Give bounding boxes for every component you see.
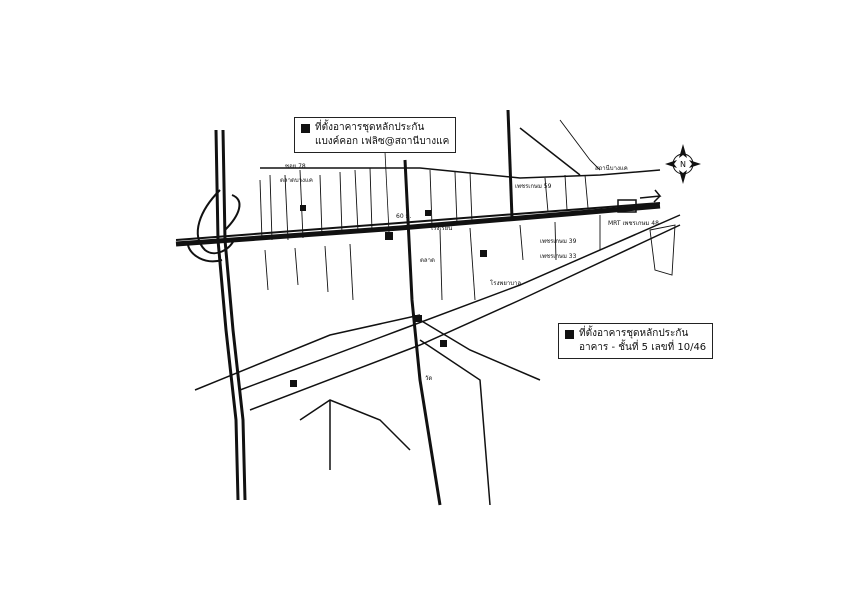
callout-right: ที่ตั้งอาคารชุดหลักประกัน อาคาร - ชั้นที… (558, 323, 714, 359)
callout-top-subtitle: แบงค์คอก เฟลิซ@สถานีบางแค (315, 136, 450, 147)
label-school: โรงเรียน (430, 224, 452, 232)
label-station-area: สถานีบางแค (595, 164, 628, 172)
minor-sois (259, 119, 676, 301)
label-soi-33: เพชรเกษม 33 (540, 253, 577, 260)
callout-right-subtitle: อาคาร - ชั้นที่ 5 เลขที่ 10/46 (579, 342, 707, 353)
label-soi-59: เพชรเกษม 59 (515, 183, 552, 190)
callout-top-title: ที่ตั้งอาคารชุดหลักประกัน (315, 122, 425, 133)
callout-top: ที่ตั้งอาคารชุดหลักประกัน แบงค์คอก เฟลิซ… (294, 117, 457, 153)
direction-arrow-icon (639, 189, 662, 203)
expressway (214, 129, 247, 501)
callout-right-title: ที่ตั้งอาคารชุดหลักประกัน (579, 328, 689, 339)
label-soi-39: เพชรเกษม 39 (540, 238, 577, 245)
callout-right-title-row: ที่ตั้งอาคารชุดหลักประกัน (565, 327, 706, 341)
label-hospital: โรงพยาบาล (490, 279, 521, 287)
legend-square-icon (565, 329, 574, 339)
upper-road (260, 127, 661, 179)
label-soi-78: ซอย 78 (285, 163, 306, 170)
building-markers (290, 205, 487, 387)
label-market: ตลาด (420, 257, 435, 264)
label-temple: วัด (425, 375, 432, 382)
label-near-soi: ตลาดบางแค (280, 177, 313, 184)
mrt-line (175, 202, 661, 241)
center-roads (403, 109, 514, 506)
legend-square-icon (301, 123, 310, 133)
label-mrt-station: MRT เพชรเกษม 48 (608, 220, 659, 227)
label-sixty-m: 60 ม. (396, 213, 411, 220)
north-arrow-icon: N (665, 144, 701, 184)
callout-pointer (384, 151, 390, 233)
mrt-station-box (617, 199, 637, 213)
callout-top-title-row: ที่ตั้งอาคารชุดหลักประกัน (301, 121, 449, 135)
lower-roads (194, 214, 681, 506)
north-label: N (680, 160, 686, 169)
interchange (187, 189, 241, 263)
main-road (175, 203, 661, 247)
